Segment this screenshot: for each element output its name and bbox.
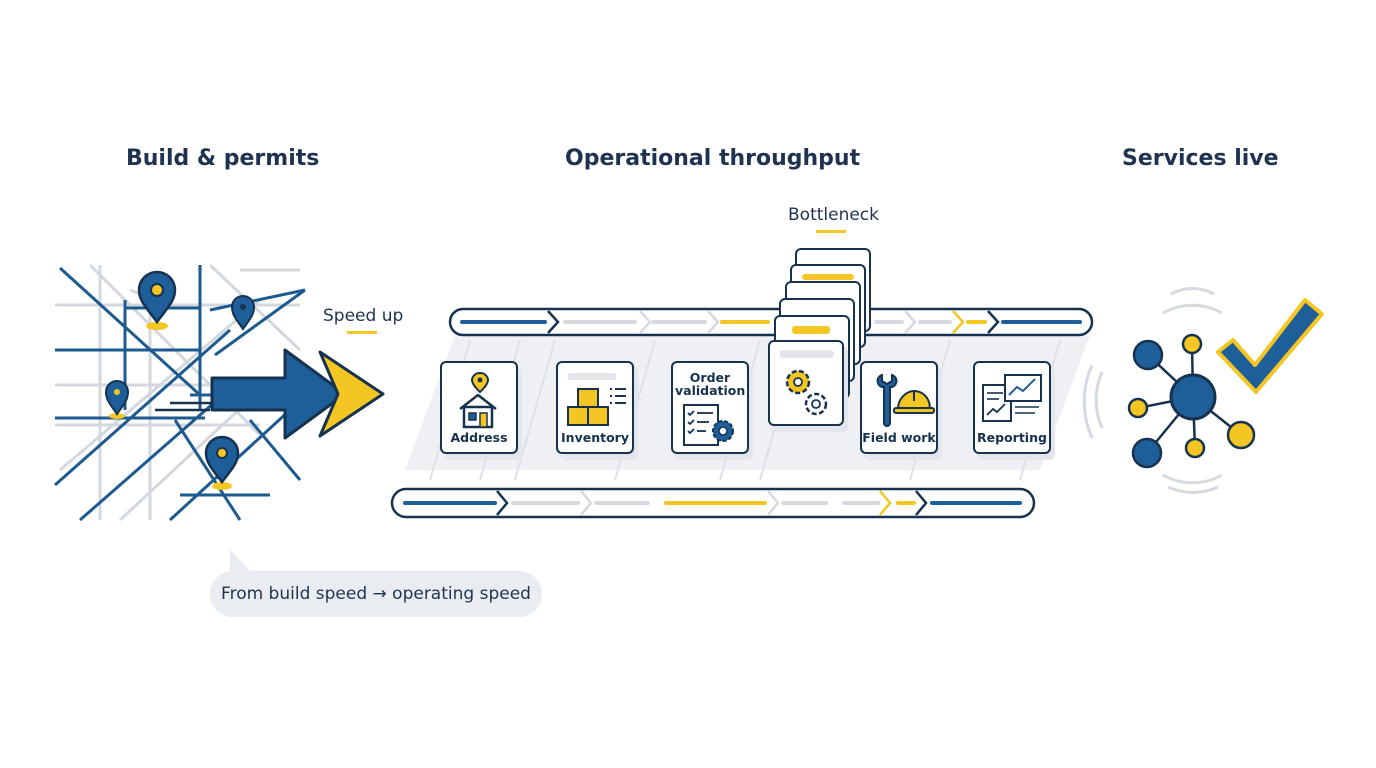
heading-build-permits: Build & permits (126, 146, 320, 171)
top-belt-track (448, 307, 1094, 337)
stage-card-inventory: Inventory (556, 361, 634, 454)
gears-icon (785, 369, 828, 416)
stage-card-field-work: Field work (860, 361, 938, 454)
stage-label: Order validation (675, 370, 746, 398)
stage-label: Address (450, 430, 508, 445)
caption-bubble-tail (230, 549, 252, 573)
bottleneck-underline (816, 230, 846, 233)
checklist-gear-icon (683, 404, 734, 446)
stage-card-address: Address (440, 361, 518, 454)
speed-up-underline (347, 331, 377, 334)
stage-card-processing (768, 340, 844, 426)
bottleneck-label: Bottleneck (788, 205, 880, 225)
stage-card-reporting: Reporting (973, 361, 1051, 454)
location-pin-icon (230, 295, 256, 331)
city-map-illustration (54, 263, 385, 522)
wrench-hardhat-icon (876, 373, 935, 427)
heading-services-live: Services live (1122, 146, 1279, 171)
house-icon (459, 371, 497, 429)
location-pin-icon (204, 435, 240, 490)
stage-label: Field work (862, 430, 936, 445)
caption-bubble: From build speed → operating speed (210, 571, 542, 617)
reports-chart-icon (982, 374, 1042, 422)
speed-arrow-icon (155, 348, 385, 440)
stage-card-order-validation: Order validation (671, 361, 749, 454)
location-pin-icon (137, 270, 177, 330)
bottom-belt-track (390, 487, 1036, 519)
stage-label: Reporting (977, 430, 1047, 445)
location-pin-icon (104, 380, 130, 419)
stage-label: Inventory (561, 430, 629, 445)
heading-operational-throughput: Operational throughput (565, 146, 861, 171)
card-header-bar (780, 350, 834, 358)
boxes-icon (567, 373, 626, 426)
speed-up-label: Speed up (323, 306, 404, 326)
